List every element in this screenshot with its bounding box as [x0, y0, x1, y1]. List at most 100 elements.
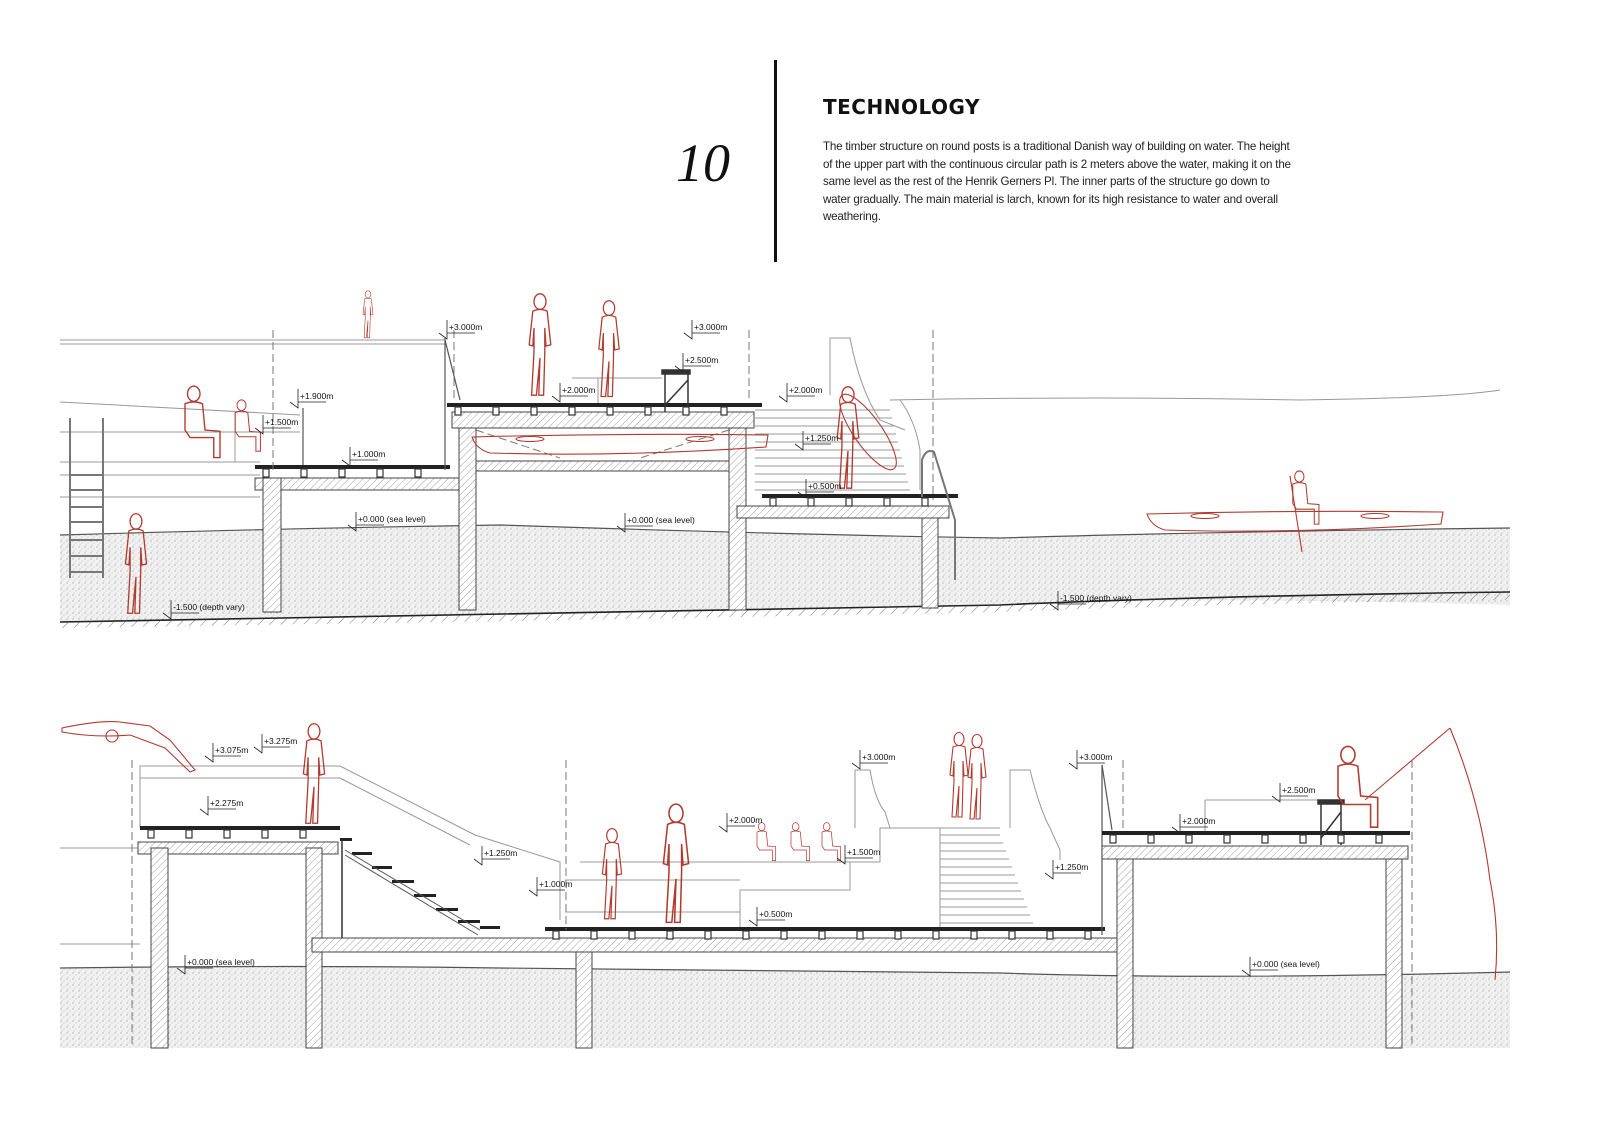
level-marker-icon [341, 447, 378, 467]
person-sitting [184, 385, 221, 459]
level-marker-icon [438, 320, 475, 340]
level-label: +1.000m [352, 449, 385, 459]
level-marker-icon [778, 383, 815, 403]
fishing-line [1449, 727, 1498, 981]
level-label: -1.500 (depth vary) [1060, 593, 1132, 603]
kayak-stored [471, 433, 769, 455]
section-top: +3.000m +3.000m +2.500m +2.000m +1.900m … [59, 290, 1511, 628]
level-label: +0.000 (sea level) [358, 514, 426, 524]
level-marker-icon [162, 600, 199, 620]
deck-plus-2000-bottom [1101, 760, 1413, 1049]
water-surface [59, 524, 1511, 539]
terraces [565, 769, 1061, 927]
bench [661, 369, 691, 412]
joist-connector [1299, 834, 1307, 844]
joist-connector [921, 497, 929, 507]
level-marker-icon [254, 415, 291, 435]
diver-head [105, 729, 119, 743]
paddle [1289, 475, 1303, 553]
section-heading: TECHNOLOGY [823, 95, 980, 119]
level-marker-icon [797, 479, 834, 499]
joist-connector [883, 497, 891, 507]
level-label: +0.000 (sea level) [1252, 959, 1320, 969]
level-marker-icon [347, 512, 384, 532]
level-label: +3.000m [449, 322, 482, 332]
ladder [69, 418, 104, 578]
child-sitting [756, 822, 777, 862]
water-body [60, 525, 1510, 622]
dive-platform [131, 760, 561, 1049]
level-label: +2.000m [789, 385, 822, 395]
person-reading [528, 293, 552, 396]
level-label: +3.275m [264, 736, 297, 746]
seabed-hatch [60, 592, 1510, 628]
description-text: The timber structure on round posts is a… [823, 140, 1291, 223]
joist-connector [807, 497, 815, 507]
level-marker-icon [718, 813, 755, 833]
joist-connector [299, 829, 307, 839]
joist-connector [894, 930, 902, 940]
joist-connector [818, 930, 826, 940]
person-reading [598, 300, 620, 398]
child-sitting [790, 822, 811, 862]
surfboard [839, 393, 897, 471]
couple-hugging [362, 290, 374, 339]
level-label: +1.000m [539, 879, 572, 889]
joist-connector [185, 829, 193, 839]
water-surface [59, 965, 1511, 977]
child-sitting [234, 399, 262, 452]
level-marker-icon [836, 845, 873, 865]
joist-connector [1223, 834, 1231, 844]
level-marker-icon [1171, 814, 1208, 834]
level-label: +1.250m [1055, 862, 1088, 872]
joist-connector [1375, 834, 1383, 844]
joist-connector [780, 930, 788, 940]
joist-connector [1185, 834, 1193, 844]
level-marker-icon [528, 877, 565, 897]
level-label: +1.500m [847, 847, 880, 857]
joist-connector [552, 930, 560, 940]
level-marker-icon [1241, 957, 1278, 977]
level-label: +1.250m [484, 848, 517, 858]
joist-connector [147, 829, 155, 839]
level-marker-icon [1271, 783, 1308, 803]
level-marker-icon [674, 353, 711, 373]
level-label: +2.000m [729, 815, 762, 825]
joist-connector [1337, 834, 1345, 844]
joist-connector [845, 497, 853, 507]
joist-connector [666, 930, 674, 940]
joist-connector [530, 406, 538, 416]
divider-rule [774, 60, 777, 262]
person-walking [601, 827, 623, 920]
level-marker-icon [1068, 750, 1105, 770]
joist-connector [223, 829, 231, 839]
deck-plus-0500 [736, 450, 958, 609]
joist-connector [262, 468, 270, 478]
level-label: -1.500 (depth vary) [173, 602, 245, 612]
kayak [1146, 510, 1444, 532]
people-top [124, 290, 1444, 614]
level-marker-icon [683, 320, 720, 340]
joist-connector [1008, 930, 1016, 940]
level-label: +2.275m [210, 798, 243, 808]
level-marker-icon [1044, 860, 1081, 880]
joist-connector [856, 930, 864, 940]
joist-connector [1084, 930, 1092, 940]
level-markers [162, 320, 1308, 977]
level-label: +2.000m [562, 385, 595, 395]
person-walking [662, 803, 690, 924]
joist-connector [492, 406, 500, 416]
level-label: +2.000m [1182, 816, 1215, 826]
level-label: +0.000 (sea level) [187, 957, 255, 967]
joist-connector [1046, 930, 1054, 940]
level-label: +0.500m [808, 481, 841, 491]
level-marker-icon [851, 750, 888, 770]
joist-connector [454, 406, 462, 416]
level-marker-icon [199, 796, 236, 816]
level-label: +3.000m [1079, 752, 1112, 762]
child-sitting [821, 822, 842, 862]
level-label: +1.900m [300, 391, 333, 401]
couple-embracing [967, 733, 987, 820]
level-label: +3.000m [694, 322, 727, 332]
level-labels-top: +3.000m +3.000m +2.500m +2.000m +1.900m … [173, 322, 1132, 612]
